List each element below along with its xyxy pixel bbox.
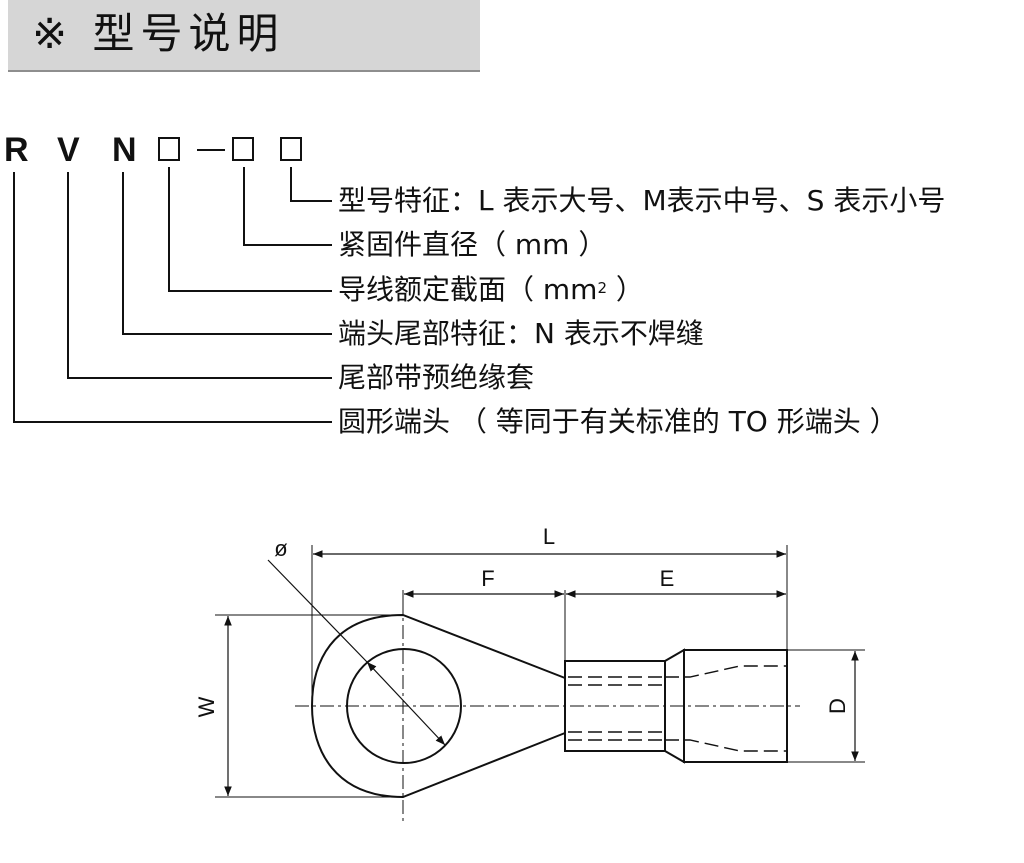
desc-size-feature: 型号特征：L 表示大号、M表示中号、S 表示小号	[338, 184, 946, 217]
leader-horizontal-n	[122, 333, 332, 335]
dim-line-diameter	[366, 661, 446, 746]
leader-vertical-v	[67, 172, 69, 378]
code-dash	[197, 149, 225, 151]
desc-tail-feature: 端头尾部特征：N 表示不焊缝	[338, 317, 704, 350]
terminal-drawing: L F E ø W D	[194, 524, 865, 825]
hidden-line-5	[665, 665, 786, 678]
leader-vertical-diameter	[243, 167, 245, 245]
leader-horizontal-r	[13, 421, 332, 423]
ring-tongue-outline	[310, 613, 566, 799]
leader-vertical-r	[13, 172, 15, 422]
code-box-section	[158, 137, 180, 161]
barrel-sleeve	[564, 660, 666, 752]
label-f: F	[481, 566, 494, 591]
leader-horizontal-section	[168, 290, 332, 292]
hidden-line-6	[665, 739, 786, 752]
leader-vertical-size	[290, 167, 292, 201]
desc-wire-section-suffix: ）	[607, 273, 644, 306]
label-d: D	[825, 698, 850, 714]
desc-ring-terminal: 圆形端头 （ 等同于有关标准的 TO 形端头 ）	[338, 405, 898, 438]
dim-diameter-leader	[267, 559, 368, 663]
label-diameter: ø	[274, 536, 287, 561]
desc-wire-section-prefix: 导线额定截面（ mm	[338, 273, 598, 306]
leader-vertical-section	[168, 167, 170, 291]
code-box-diameter	[232, 137, 254, 161]
label-l: L	[543, 524, 555, 549]
code-box-size	[280, 137, 302, 161]
code-letter-n: N	[112, 131, 137, 169]
code-letter-r: R	[4, 131, 29, 169]
label-w: W	[194, 696, 219, 717]
section-header: ※ 型号说明	[8, 0, 480, 72]
leader-horizontal-size	[290, 200, 332, 202]
desc-fastener-diameter: 紧固件直径（ mm ）	[338, 228, 607, 261]
leader-horizontal-diameter	[243, 244, 332, 246]
ring-hole	[346, 648, 462, 764]
desc-insulation-sleeve: 尾部带预绝缘套	[338, 361, 535, 394]
label-e: E	[660, 566, 675, 591]
desc-wire-section-sup: 2	[597, 279, 607, 297]
leader-vertical-n	[122, 172, 124, 334]
desc-wire-section: 导线额定截面（ mm2 ）	[338, 273, 644, 307]
section-title: ※ 型号说明	[32, 9, 285, 58]
code-letter-v: V	[57, 131, 80, 169]
leader-horizontal-v	[67, 377, 332, 379]
insulation-sleeve	[683, 649, 788, 763]
